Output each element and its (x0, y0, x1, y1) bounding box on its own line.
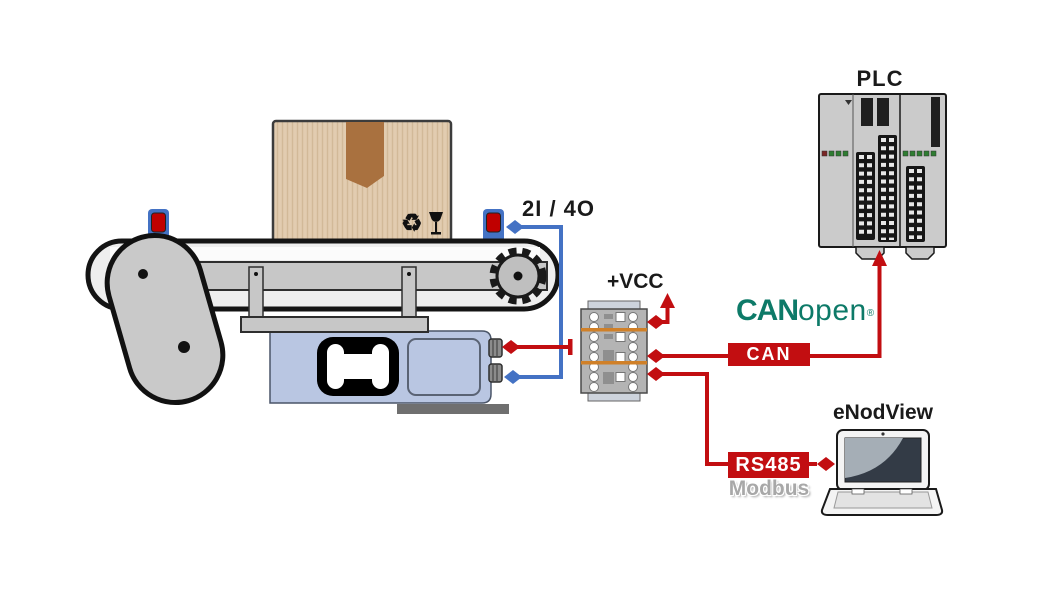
load-cell-connector-bottom (488, 363, 503, 383)
wire-vcc (647, 293, 675, 329)
rs485-bus-label: RS485 (728, 452, 809, 478)
modbus-label: Modbus (728, 477, 810, 500)
junction-box (580, 300, 648, 402)
plc-leds (821, 150, 937, 157)
enodview-label: eNodView (833, 401, 933, 424)
carton-tape (346, 122, 384, 188)
plc-device (818, 93, 947, 260)
drive-gear (489, 247, 547, 305)
wire-loadcell-to-junction (502, 339, 573, 355)
io-label: 2I / 4O (522, 196, 596, 221)
fragile-icon (429, 212, 443, 235)
load-cell-connector-top (488, 338, 503, 358)
registered-trademark-icon: ® (866, 308, 875, 319)
conveyor (85, 232, 561, 406)
mounting-plate (240, 316, 429, 333)
sensor-right (483, 209, 504, 245)
recycle-icon: ♻ (401, 210, 423, 237)
load-cell-base-bar (397, 404, 509, 414)
can-bus-label: CAN (728, 343, 810, 366)
carton-box (271, 119, 453, 245)
vcc-label: +VCC (607, 270, 664, 293)
load-cell-cutout (317, 337, 399, 396)
tension-arm (104, 232, 226, 406)
load-cell (269, 330, 509, 414)
wire-sensor-to-loadcell (504, 220, 563, 384)
webcam-dot (881, 432, 885, 436)
canopen-logo-can: CAN (736, 294, 799, 327)
canopen-logo-open: open (798, 294, 867, 327)
plc-label: PLC (856, 66, 904, 91)
plc-terminal-strips (856, 135, 925, 242)
laptop (820, 429, 944, 516)
canopen-logo: CANopen® (736, 294, 874, 328)
